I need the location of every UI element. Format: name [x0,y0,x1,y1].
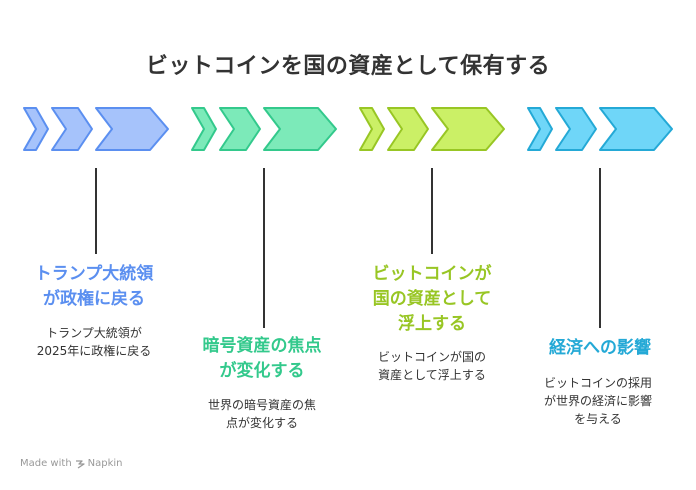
chevron-large [263,107,337,151]
connector-line [599,168,601,328]
stage-4: 経済への影響 ビットコインの採用 が世界の経済に影響 を与える [526,0,686,490]
connector-line [95,168,97,254]
chevron-small-1 [23,107,49,151]
connector-line [431,168,433,254]
chevron-arrows-icon [191,107,337,151]
chevron-large [599,107,673,151]
made-with-napkin-footer[interactable]: Made with Napkin [20,458,123,469]
chevron-large [431,107,505,151]
chevron-small-1 [191,107,217,151]
made-with-label: Made with [20,458,72,469]
chevron-small-2 [219,107,261,151]
napkin-brand: Napkin [87,458,123,469]
stage-2: 暗号資産の焦点 が変化する 世界の暗号資産の焦 点が変化する [190,0,350,490]
chevron-arrows-icon [527,107,673,151]
connector-line [263,168,265,328]
chevron-small-2 [51,107,93,151]
chevron-arrows-icon [23,107,169,151]
stage-title: 暗号資産の焦点 が変化する [202,336,322,381]
stage-1: トランプ大統領 が政権に戻る トランプ大統領が 2025年に政権に戻る [22,0,182,490]
stage-description: ビットコインの採用 が世界の経済に影響 を与える [543,376,652,426]
chevron-small-1 [359,107,385,151]
chevron-arrows-icon [359,107,505,151]
stage-description: 世界の暗号資産の焦 点が変化する [207,398,316,430]
stage-title: トランプ大統領 が政権に戻る [34,264,154,309]
chevron-large [95,107,169,151]
chevron-small-2 [387,107,429,151]
chevron-small-2 [555,107,597,151]
diagram-title: ビットコインを国の資産として保有する [145,54,551,79]
stage-title: 経済への影響 [549,338,651,358]
stage-description: トランプ大統領が 2025年に政権に戻る [36,326,152,358]
chevron-small-1 [527,107,553,151]
stage-3: ビットコインが 国の資産として 浮上する ビットコインが国の 資産として浮上する [358,0,518,490]
napkin-logo-icon [75,459,85,469]
stage-description: ビットコインが国の 資産として浮上する [377,350,486,382]
stage-title: ビットコインが 国の資産として 浮上する [372,264,492,334]
